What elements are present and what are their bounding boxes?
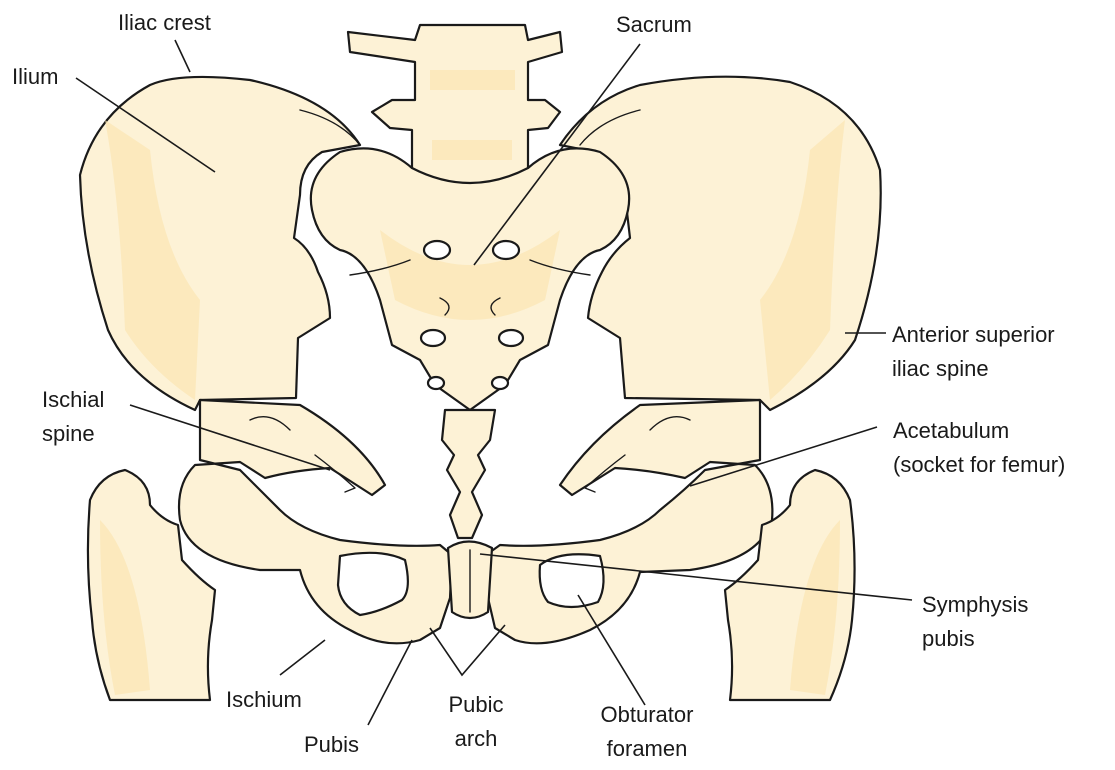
- sacral-foramen: [490, 375, 510, 391]
- label-ischial-spine-line1: Ischial: [42, 387, 105, 412]
- label-ischium: Ischium: [226, 683, 302, 717]
- leader-iliac-crest: [174, 39, 191, 73]
- leader-ischium: [279, 639, 326, 676]
- label-pubic-arch: Pubic arch: [436, 688, 516, 756]
- right-obturator-foramen: [538, 553, 605, 609]
- label-acetabulum-line1: Acetabulum: [893, 418, 1010, 443]
- leader-pubic-arch: [429, 624, 506, 677]
- leader-symphysis: [479, 553, 913, 601]
- leader-ilium: [75, 77, 216, 173]
- sacral-foramen: [419, 328, 447, 348]
- label-symphysis-line2: pubis: [922, 626, 975, 651]
- coccyx: [440, 408, 497, 540]
- label-obturator: Obturator foramen: [582, 698, 712, 766]
- label-sacrum-text: Sacrum: [616, 12, 692, 37]
- sacral-foramen: [426, 375, 446, 391]
- label-ilium-text: Ilium: [12, 64, 59, 89]
- label-ischial-spine-line2: spine: [42, 421, 95, 446]
- label-iliac-crest-text: Iliac crest: [118, 10, 211, 35]
- leader-acetabulum: [689, 426, 878, 487]
- leader-ischial-spine: [129, 404, 331, 471]
- label-acetabulum: Acetabulum (socket for femur): [893, 414, 1065, 482]
- label-pubis: Pubis: [304, 728, 359, 762]
- sacral-foramen: [422, 239, 452, 261]
- sacral-foramen: [497, 328, 525, 348]
- label-pubis-text: Pubis: [304, 732, 360, 757]
- label-acetabulum-line2: (socket for femur): [893, 452, 1066, 477]
- label-ischium-text: Ischium: [226, 687, 302, 712]
- left-obturator-foramen: [336, 551, 409, 617]
- label-asis-line1: Anterior superior: [892, 322, 1055, 347]
- label-obturator-line1: Obturator: [600, 702, 694, 727]
- left-ischium-pubis: [177, 398, 454, 645]
- label-iliac-crest: Iliac crest: [118, 6, 211, 40]
- leader-sacrum: [473, 43, 641, 266]
- label-obturator-line2: foramen: [606, 736, 688, 761]
- label-ilium: Ilium: [12, 60, 58, 94]
- leader-lines: [75, 39, 913, 726]
- label-asis-line2: iliac spine: [892, 356, 989, 381]
- label-ischial-spine: Ischial spine: [42, 383, 104, 451]
- label-symphysis: Symphysis pubis: [922, 588, 1028, 656]
- label-sacrum: Sacrum: [616, 8, 692, 42]
- label-asis: Anterior superior iliac spine: [892, 318, 1055, 386]
- label-pubic-arch-line1: Pubic: [448, 692, 504, 717]
- leader-obturator: [577, 594, 646, 706]
- sacral-foramen: [491, 239, 521, 261]
- leader-pubis: [367, 639, 413, 726]
- label-symphysis-line1: Symphysis: [922, 592, 1029, 617]
- label-pubic-arch-line2: arch: [454, 726, 498, 751]
